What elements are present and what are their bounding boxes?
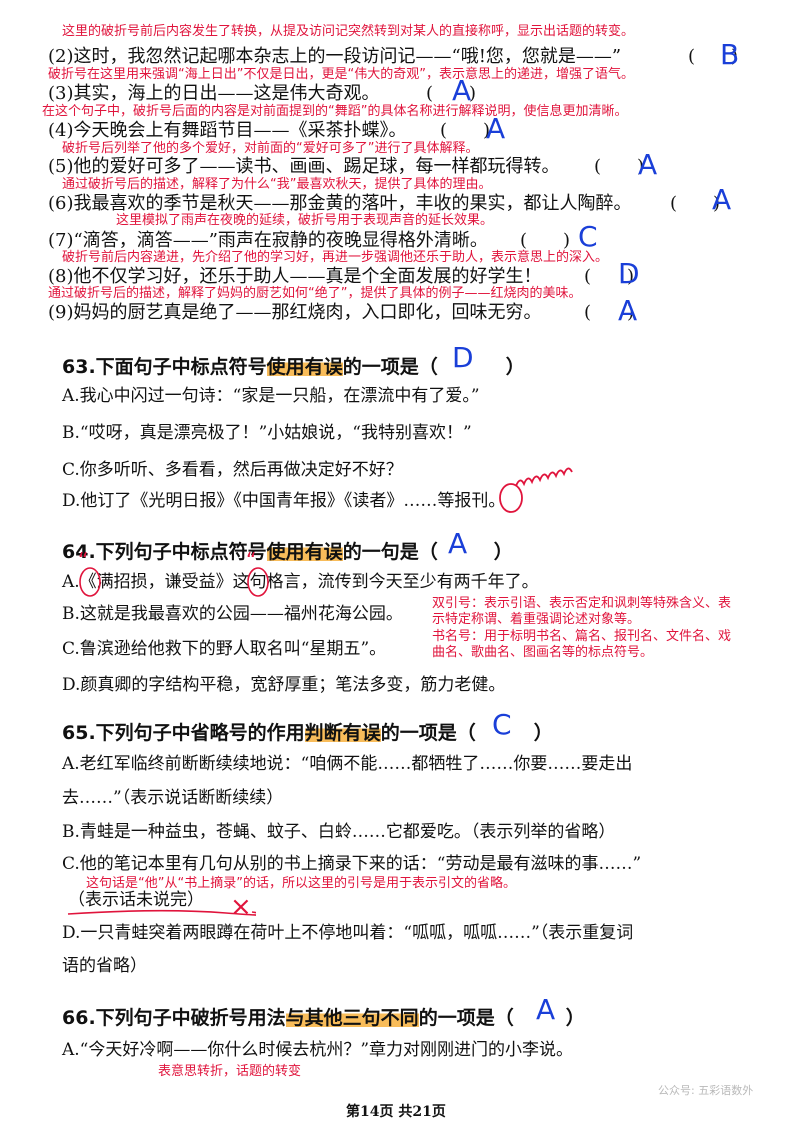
q65-option-d-line-1: D.一只青蛙突着两眼蹲在荷叶上不停地叫着：“呱呱，呱呱……”（表示重复词 — [62, 923, 634, 943]
question-64-highlight: 使用有误 — [266, 541, 343, 563]
q64-correction-open: “ — [78, 548, 89, 572]
q63-option-a: A.我心中闪过一句诗：“家是一只船，在漂流中有了爱。” — [62, 386, 480, 406]
q64-correction-close: “ — [246, 548, 257, 572]
q65-wrong-cross: × — [230, 892, 252, 922]
handwritten-answer-65: C — [492, 708, 512, 741]
question-65-suffix: 的一项是（ — [380, 722, 476, 744]
question-64-prefix: 64.下列句子中标点符号 — [62, 541, 267, 563]
sentence-8: (8)他不仅学习好，还乐于助人——真是个全面发展的好学生！ — [48, 266, 542, 287]
q64-note-line-4: 曲名、歌曲名、图画名等的标点符号。 — [432, 645, 654, 660]
handwritten-answer-5: A — [638, 148, 658, 181]
answer-paren-8: ( ) — [584, 266, 635, 287]
q64-option-d: D.颜真卿的字结构平稳，宽舒厚重；笔法多变，筋力老健。 — [62, 675, 506, 695]
q64-option-b: B.这就是我最喜欢的公园——福州花海公园。 — [62, 604, 403, 624]
handwritten-answer-4: A — [486, 112, 506, 145]
question-64-title: 64.下列句子中标点符号使用有误的一句是（ ） — [62, 537, 513, 564]
handwritten-answer-6: A — [712, 183, 732, 216]
page-number: 第14页 共21页 — [346, 1104, 446, 1120]
question-65-highlight: 判断有误 — [304, 722, 381, 744]
annotation-3: 破折号在这里用来强调“海上日出”不仅是日出，更是“伟大的奇观”，表示意思上的递进… — [48, 67, 634, 82]
q64-option-a: A.《满招损，谦受益》这句格言，流传到今天至少有两千年了。 — [62, 572, 539, 592]
annotation-2: 这里的破折号前后内容发生了转换，从提及访问记突然转到对某人的直接称呼，显示出话题… — [62, 24, 635, 39]
answer-paren-5: ( ) — [594, 156, 645, 177]
q64-circle-marks — [79, 567, 269, 597]
sentence-4: (4)今天晚会上有舞蹈节目——《采茶扑蝶》。 — [48, 120, 407, 141]
annotation-6: 通过破折号后的描述，解释了为什么“我”最喜欢秋天，提供了具体的理由。 — [62, 177, 492, 192]
handwritten-answer-7: C — [578, 220, 598, 253]
annotation-8: 破折号前后内容递进，先介绍了他的学习好，再进一步强调他还乐于助人，表示意思上的深… — [62, 250, 609, 265]
q63-option-b: B.“哎呀，真是漂亮极了！”小姑娘说，“我特别喜欢！” — [62, 423, 472, 443]
q66-note: 表意思转折，话题的转变 — [158, 1064, 302, 1079]
question-66-prefix: 66.下列句子中破折号用法 — [62, 1007, 286, 1029]
question-63-suffix: 的一项是（ — [342, 356, 438, 378]
q64-note-line-3: 书名号：用于标明书名、篇名、报刊名、文件名、戏 — [432, 629, 732, 644]
q64-note-line-1: 双引号：表示引语、表示否定和讽刺等特殊含义、表 — [432, 596, 732, 611]
question-66-close: ） — [565, 1007, 585, 1029]
q64-option-c: C.鲁滨逊给他救下的野人取名叫“星期五”。 — [62, 639, 387, 659]
question-65-close: ） — [533, 722, 553, 744]
sentence-7: (7)“滴答，滴答——”雨声在寂静的夜晚显得格外清晰。 — [48, 230, 488, 251]
question-63-close: ） — [505, 356, 525, 378]
answer-paren-7: ( ) — [520, 230, 571, 251]
handwritten-answer-2: B — [720, 38, 740, 71]
sentence-2: (2)这时，我忽然记起哪本杂志上的一段访问记——“哦!您，您就是——” — [48, 46, 622, 67]
sentence-9: (9)妈妈的厨艺真是绝了——那红烧肉，入口即化，回味无穷。 — [48, 302, 542, 323]
handwritten-answer-9: A — [618, 294, 638, 327]
q65-underline-mark — [67, 909, 256, 916]
sentence-6: (6)我最喜欢的季节是秋天——那金黄的落叶，丰收的果实，都让人陶醉。 — [48, 193, 632, 214]
watermark: 公众号: 五彩语数外 — [658, 1084, 754, 1097]
question-66-suffix: 的一项是（ — [418, 1007, 514, 1029]
q64-note-line-2: 示特定称谓、着重强调论述对象等。 — [432, 612, 641, 627]
handwritten-answer-66: A — [536, 993, 556, 1026]
answer-paren-6: ( ) — [670, 193, 721, 214]
q63-option-d: D.他订了《光明日报》《中国青年报》《读者》……等报刊。 — [62, 491, 506, 511]
question-64-close: ） — [493, 541, 513, 563]
handwritten-answer-63: D — [452, 341, 474, 374]
question-65-title: 65.下列句子中省略号的作用判断有误的一项是（ ） — [62, 718, 553, 745]
handwritten-answer-8: D — [618, 257, 640, 290]
answer-paren-4: ( ) — [440, 120, 491, 141]
q63-option-c: C.你多听听、多看看，然后再做决定好不好？ — [62, 460, 403, 480]
q65-option-c-line-2: （表示话未说完） — [68, 890, 204, 910]
question-63-highlight: 使用有误 — [266, 356, 343, 378]
q65-option-a-line-2: 去……”（表示说话断断续续） — [62, 788, 284, 808]
answer-paren-2: ( ) — [688, 46, 739, 67]
sentence-3: (3)其实，海上的日出——这是伟大奇观。 — [48, 83, 380, 104]
question-63-title: 63.下面句子中标点符号使用有误的一项是（ ） — [62, 352, 525, 379]
annotation-5: 破折号后列举了他的多个爱好，对前面的“爱好可多了”进行了具体解释。 — [62, 141, 479, 156]
handwritten-answer-3: A — [452, 74, 472, 107]
annotation-9: 通过破折号后的描述，解释了妈妈的厨艺如何“绝了”，提供了具体的例子——红烧肉的美… — [48, 286, 582, 301]
question-66-title: 66.下列句子中破折号用法与其他三句不同的一项是（ ） — [62, 1003, 585, 1030]
answer-paren-9: ( ) — [584, 302, 635, 323]
answer-paren-3: ( ) — [426, 83, 477, 104]
handwritten-answer-64: A — [448, 527, 468, 560]
annotation-4: 在这个句子中，破折号后面的内容是对前面提到的“舞蹈”的具体名称进行解释说明，使信… — [42, 104, 628, 119]
question-64-suffix: 的一句是（ — [342, 541, 438, 563]
sentence-5: (5)他的爱好可多了——读书、画画、踢足球，每一样都玩得转。 — [48, 156, 560, 177]
q65-option-a-line-1: A.老红军临终前断断续续地说：“咱俩不能……都牺牲了……你要……要走出 — [62, 754, 633, 774]
question-66-highlight: 与其他三句不同 — [285, 1007, 419, 1029]
question-63-prefix: 63.下面句子中标点符号 — [62, 356, 267, 378]
q63-error-mark — [499, 467, 573, 513]
q65-note: 这句话是“他”从“书上摘录”的话，所以这里的引号是用于表示引文的省略。 — [86, 876, 516, 891]
question-65-prefix: 65.下列句子中省略号的作用 — [62, 722, 305, 744]
q65-option-c-line-1: C.他的笔记本里有几句从别的书上摘录下来的话：“劳动是最有滋味的事……” — [62, 854, 642, 874]
q66-option-a: A.“今天好冷啊——你什么时候去杭州？”章力对刚刚进门的小李说。 — [62, 1040, 574, 1060]
q65-option-d-line-2: 语的省略） — [62, 956, 147, 976]
annotation-7: 这里模拟了雨声在夜晚的延续，破折号用于表现声音的延长效果。 — [116, 213, 494, 228]
q65-option-b: B.青蛙是一种益虫，苍蝇、蚊子、白蛉……它都爱吃。（表示列举的省略） — [62, 822, 616, 842]
